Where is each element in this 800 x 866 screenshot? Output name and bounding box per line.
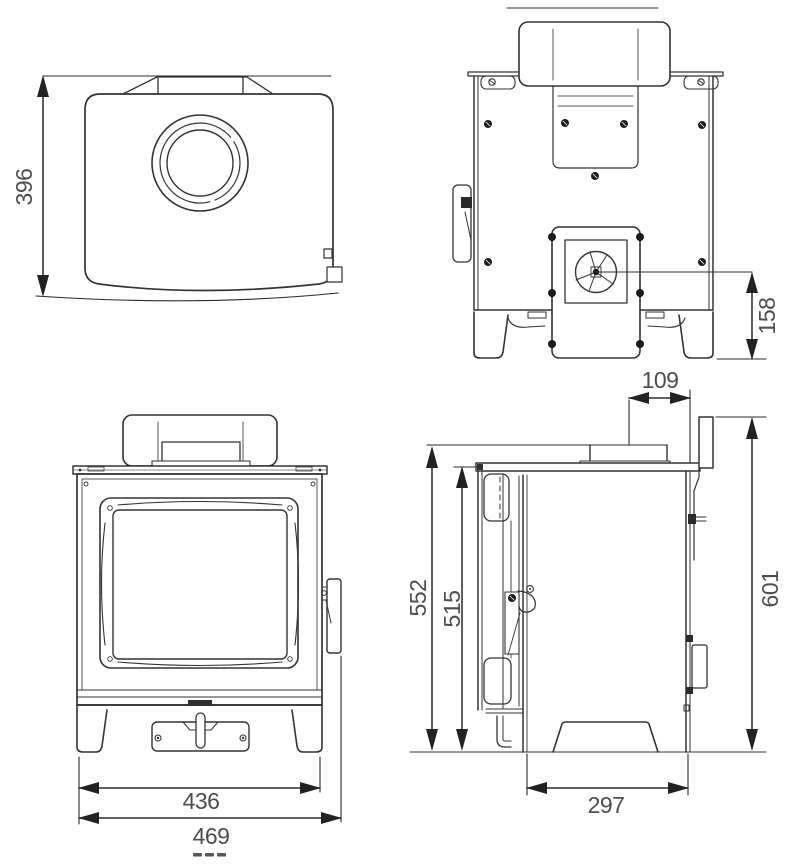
screw-icon — [697, 78, 705, 86]
side-top-plate — [475, 462, 701, 472]
arrow-up-icon — [746, 417, 758, 439]
bolt-highlights — [485, 120, 705, 265]
dimension-label-158: 158 — [754, 297, 780, 335]
rear-left-leg — [473, 311, 509, 359]
dimension-label-396: 396 — [11, 168, 37, 206]
arrow-down-icon — [456, 729, 468, 751]
dimension-label-109: 109 — [641, 367, 679, 393]
rear-view — [452, 7, 767, 360]
arrow-up-icon — [456, 466, 468, 488]
top-view-latch — [323, 248, 343, 283]
arrow-right-icon — [670, 392, 691, 404]
rear-base — [473, 309, 714, 359]
side-door-latch — [504, 585, 536, 656]
dimension-label-469: 469 — [192, 823, 230, 849]
dimension-552-lines — [426, 446, 438, 751]
rear-flue-outlet-plate — [548, 226, 644, 359]
side-rear-bracket — [688, 416, 714, 561]
top-view — [35, 75, 343, 302]
side-front-base — [485, 708, 524, 748]
arrow-down-icon — [746, 339, 758, 360]
dimension-label-552: 552 — [405, 579, 431, 617]
arrow-left-icon — [526, 782, 547, 794]
dimension-396-lines — [35, 75, 339, 302]
side-view — [409, 389, 767, 796]
front-top-plate — [72, 465, 328, 475]
front-bottom-trim — [76, 689, 323, 706]
arrow-down-icon — [746, 729, 758, 751]
front-right-leg — [291, 704, 323, 753]
side-rear-lower-bracket — [683, 635, 708, 712]
dimension-469-lines — [78, 655, 342, 824]
screw-icon — [488, 78, 496, 86]
rear-flue-shroud — [518, 21, 671, 87]
dimension-label-515: 515 — [439, 590, 465, 628]
top-view-body — [84, 93, 334, 292]
dimension-label-297: 297 — [587, 792, 625, 818]
rear-center-panel — [552, 85, 639, 169]
flue-collar-top — [151, 114, 249, 212]
front-door-handle — [321, 578, 342, 654]
screw-icon — [239, 734, 247, 742]
arrow-right-icon — [668, 782, 689, 794]
outlet-bolts — [548, 233, 644, 348]
riddling-pin — [195, 712, 206, 749]
dimension-515-lines — [453, 466, 479, 751]
rear-side-panels — [473, 75, 714, 311]
arrow-up-icon — [426, 446, 438, 468]
front-view — [72, 414, 342, 857]
front-base-plate — [151, 712, 250, 752]
rear-right-leg — [678, 311, 714, 359]
dimension-436-lines — [78, 756, 321, 825]
screw-icon — [154, 734, 162, 742]
front-flue-shroud — [122, 414, 278, 467]
dimension-label-601: 601 — [757, 570, 783, 608]
arrow-down-icon — [37, 275, 49, 297]
front-left-leg — [76, 704, 108, 753]
top-view-flue-shroud — [122, 76, 274, 95]
arrow-up-icon — [37, 75, 49, 97]
rear-door-handle — [452, 184, 472, 263]
arrow-up-icon — [746, 272, 758, 293]
cropped-dimension-label — [193, 853, 226, 857]
dimension-601-lines — [715, 416, 767, 751]
arrow-left-icon — [78, 812, 99, 824]
side-leg-cutout — [552, 721, 659, 753]
arrow-down-icon — [426, 729, 438, 751]
arrow-left-icon — [628, 392, 649, 404]
dimension-109-lines — [628, 389, 691, 464]
arrow-left-icon — [78, 782, 99, 794]
dimension-297-lines — [526, 753, 689, 796]
door-glass — [112, 509, 288, 660]
side-door-hinges — [483, 473, 520, 709]
arrow-right-icon — [321, 812, 342, 824]
rear-top-plate — [467, 71, 724, 90]
dimension-label-436: 436 — [182, 788, 220, 814]
door-window — [99, 497, 300, 669]
front-body — [76, 473, 323, 706]
arrow-right-icon — [300, 782, 321, 794]
dimension-158-lines — [595, 271, 767, 360]
